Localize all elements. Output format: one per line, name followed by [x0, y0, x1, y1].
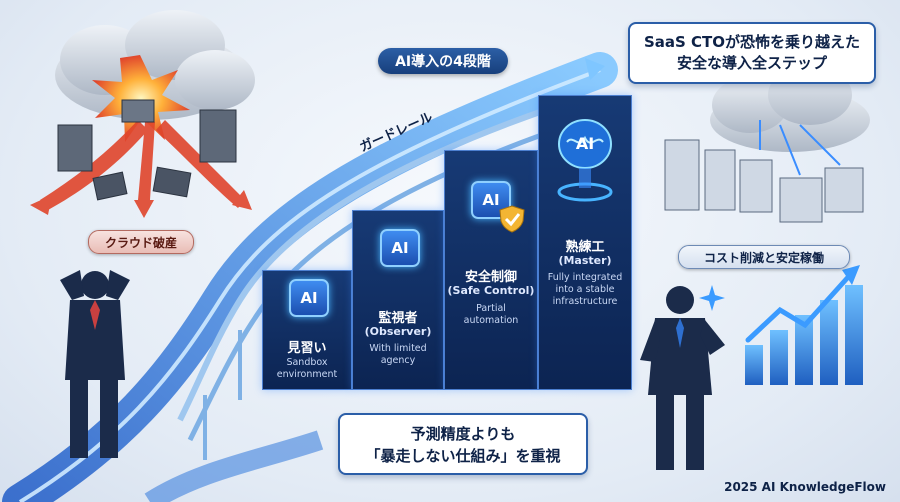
headline-callout: SaaS CTOが恐怖を乗り越えた 安全な導入全ステップ [628, 22, 876, 84]
stage-desc-2: agency [380, 355, 416, 366]
message-callout: 予測精度よりも 「暴走しない仕組み」を重視 [338, 413, 588, 475]
stage-name: 熟練工 [565, 240, 605, 255]
stressed-person-icon [60, 270, 130, 458]
stage-name: 監視者 [378, 311, 418, 326]
headline-line-1: SaaS CTOが恐怖を乗り越えた [643, 33, 861, 51]
stage-desc-2: automation [463, 315, 519, 326]
stage-desc-1: Sandbox [286, 357, 328, 368]
stage-name: 安全制御 [464, 270, 517, 285]
stage-desc-1: Partial [476, 303, 506, 314]
scatter-arrows-icon [30, 120, 252, 218]
cloud-server-icon [664, 65, 870, 223]
cost-reduction-label: コスト削減と安定稼働 [678, 245, 850, 269]
headline-line-2: 安全な導入全ステップ [676, 54, 827, 72]
stage-desc-1: Fully integrated [547, 272, 623, 283]
cloud-bankruptcy-label: クラウド破産 [88, 230, 194, 254]
stages-title: AI導入の4段階 [378, 48, 508, 74]
ai-brain-label: AI [575, 134, 595, 153]
growth-chart-icon [745, 265, 863, 385]
stage-name: 見習い [287, 341, 327, 356]
sparkle-icon [699, 285, 725, 311]
confident-person-icon [640, 286, 725, 470]
broken-server-icon [57, 99, 237, 201]
track-swirl [144, 430, 324, 502]
ai-brain-icon [557, 119, 613, 202]
stage-desc-1: With limited [369, 343, 427, 354]
message-line-2: 「暴走しない仕組み」を重視 [365, 447, 561, 465]
explosion-icon [92, 55, 190, 142]
ai-robot-icon: AI [380, 229, 420, 267]
stage-desc-3: infrastructure [552, 296, 618, 307]
stage-english-name: (Safe Control) [447, 284, 535, 297]
stage-panel-master: AI 熟練工 (Master) Fully integrated into a … [538, 95, 632, 390]
footer-credit: 2025 AI KnowledgeFlow [724, 480, 886, 494]
stage-desc-2: environment [276, 369, 338, 380]
stage-panel-observer: AI 監視者 (Observer) With limited agency [352, 210, 444, 390]
stage-desc-2: into a stable [555, 284, 615, 295]
stage-english-name: (Observer) [364, 325, 432, 338]
message-line-1: 予測精度よりも [410, 425, 516, 443]
shield-check-icon [499, 205, 525, 233]
stage-panel-apprentice: AI 見習い Sandbox environment [262, 270, 352, 390]
ai-robot-icon: AI [289, 279, 329, 317]
stage-english-name: (Master) [558, 254, 612, 267]
stage-panel-safe-control: AI 安全制御 (Safe Control) Partial automatio… [444, 150, 538, 390]
